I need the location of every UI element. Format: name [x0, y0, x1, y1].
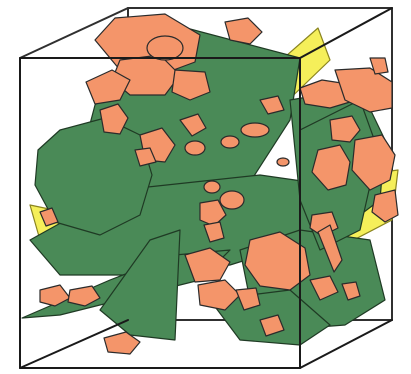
inclusion-8: [185, 141, 205, 155]
inclusion-9: [221, 136, 239, 148]
inclusion-11: [277, 158, 289, 166]
inclusion-20: [220, 191, 244, 209]
inclusion-10: [241, 123, 269, 137]
inclusion-4: [147, 36, 183, 60]
inclusion-19: [204, 181, 220, 193]
